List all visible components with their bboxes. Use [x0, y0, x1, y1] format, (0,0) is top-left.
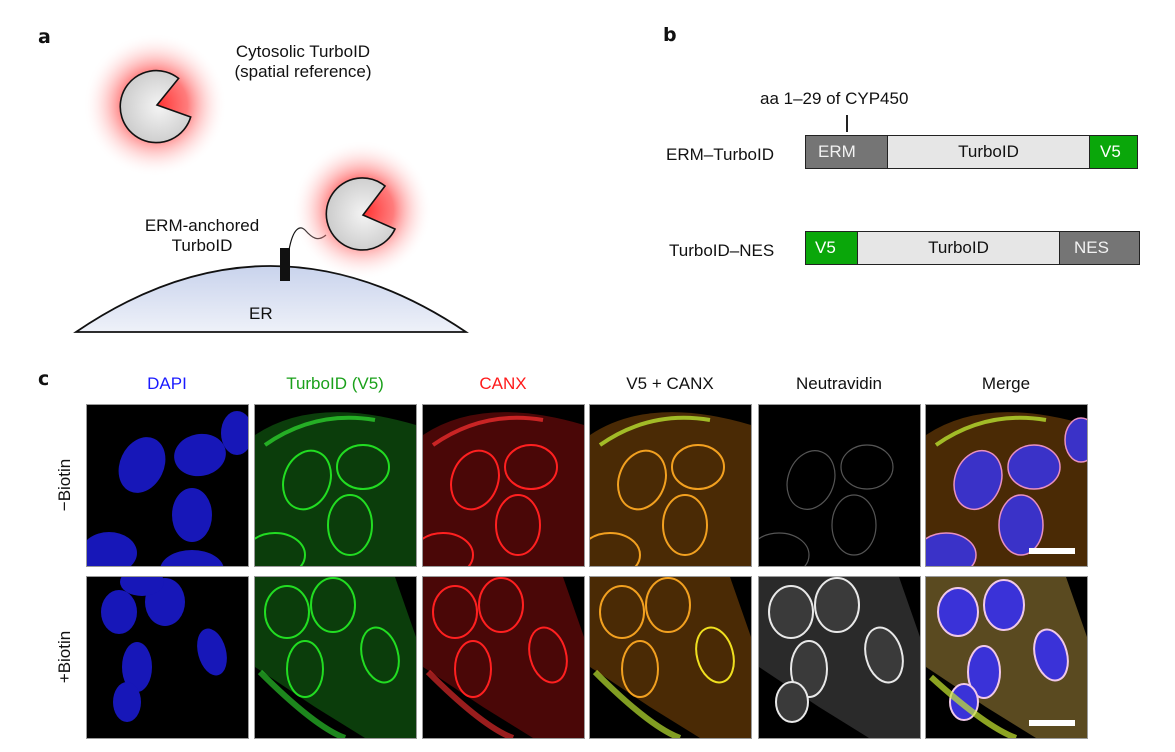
column-header-v5-canx: V5 + CANX [626, 374, 714, 393]
panel-c-letter: c [38, 368, 50, 390]
micrograph-plus-biotin-turboid [255, 577, 416, 738]
scale-bar [1029, 720, 1075, 726]
micrograph-minus-biotin-merge [926, 405, 1087, 566]
construct-name-turboid-nes: TurboID–NES [669, 241, 775, 260]
row-label-minus-biotin: −Biotin [55, 458, 74, 512]
micrograph-minus-biotin-neutravidin [759, 405, 920, 566]
panel-b-letter: b [663, 24, 677, 46]
er-membrane-icon [73, 265, 469, 333]
micrograph-plus-biotin-neutravidin [759, 577, 920, 738]
annotation-tick [846, 115, 848, 132]
micrograph-plus-biotin-v5-canx [590, 577, 751, 738]
column-header-turboid-v5: TurboID (V5) [286, 374, 384, 393]
construct-erm-turboid: ERM TurboID V5 [805, 135, 1138, 169]
micrograph-minus-biotin-turboid [255, 405, 416, 566]
cyp450-annotation: aa 1–29 of CYP450 [760, 89, 909, 108]
micrograph-plus-biotin-dapi [87, 577, 248, 738]
construct-turboid-nes: V5 TurboID NES [805, 231, 1140, 265]
anchored-label-line1: ERM-anchored [144, 216, 260, 235]
column-header-dapi: DAPI [147, 374, 187, 393]
scale-bar [1029, 548, 1075, 554]
er-label: ER [249, 304, 273, 323]
anchored-turboid-label: ERM-anchored TurboID [132, 216, 272, 256]
segment-nes: NES [1059, 232, 1139, 264]
column-header-canx: CANX [479, 374, 527, 393]
anchored-label-line2: TurboID [171, 236, 233, 255]
segment-v5: V5 [806, 232, 857, 264]
segment-v5: V5 [1089, 136, 1137, 168]
micrograph-minus-biotin-v5-canx [590, 405, 751, 566]
micrograph-plus-biotin-merge [926, 577, 1087, 738]
cytosolic-label-line1: Cytosolic TurboID [235, 42, 371, 61]
micrograph-plus-biotin-canx [423, 577, 584, 738]
micrograph-minus-biotin-canx [423, 405, 584, 566]
panel-a-letter: a [38, 26, 51, 48]
micrograph-minus-biotin-dapi [87, 405, 248, 566]
construct-name-erm-turboid: ERM–TurboID [666, 145, 775, 164]
segment-turboid: TurboID [887, 136, 1089, 168]
column-header-merge: Merge [981, 374, 1031, 393]
panel-a-schematic [73, 33, 469, 333]
cytosolic-label-line2: (spatial reference) [234, 62, 372, 81]
row-label-plus-biotin: +Biotin [55, 630, 74, 684]
anchored-turboid-icon [292, 140, 432, 280]
segment-turboid: TurboID [857, 232, 1059, 264]
cytosolic-turboid-icon [83, 33, 227, 177]
segment-erm: ERM [806, 136, 887, 168]
column-header-neutravidin: Neutravidin [796, 374, 882, 393]
cytosolic-turboid-label: Cytosolic TurboID (spatial reference) [218, 42, 388, 82]
